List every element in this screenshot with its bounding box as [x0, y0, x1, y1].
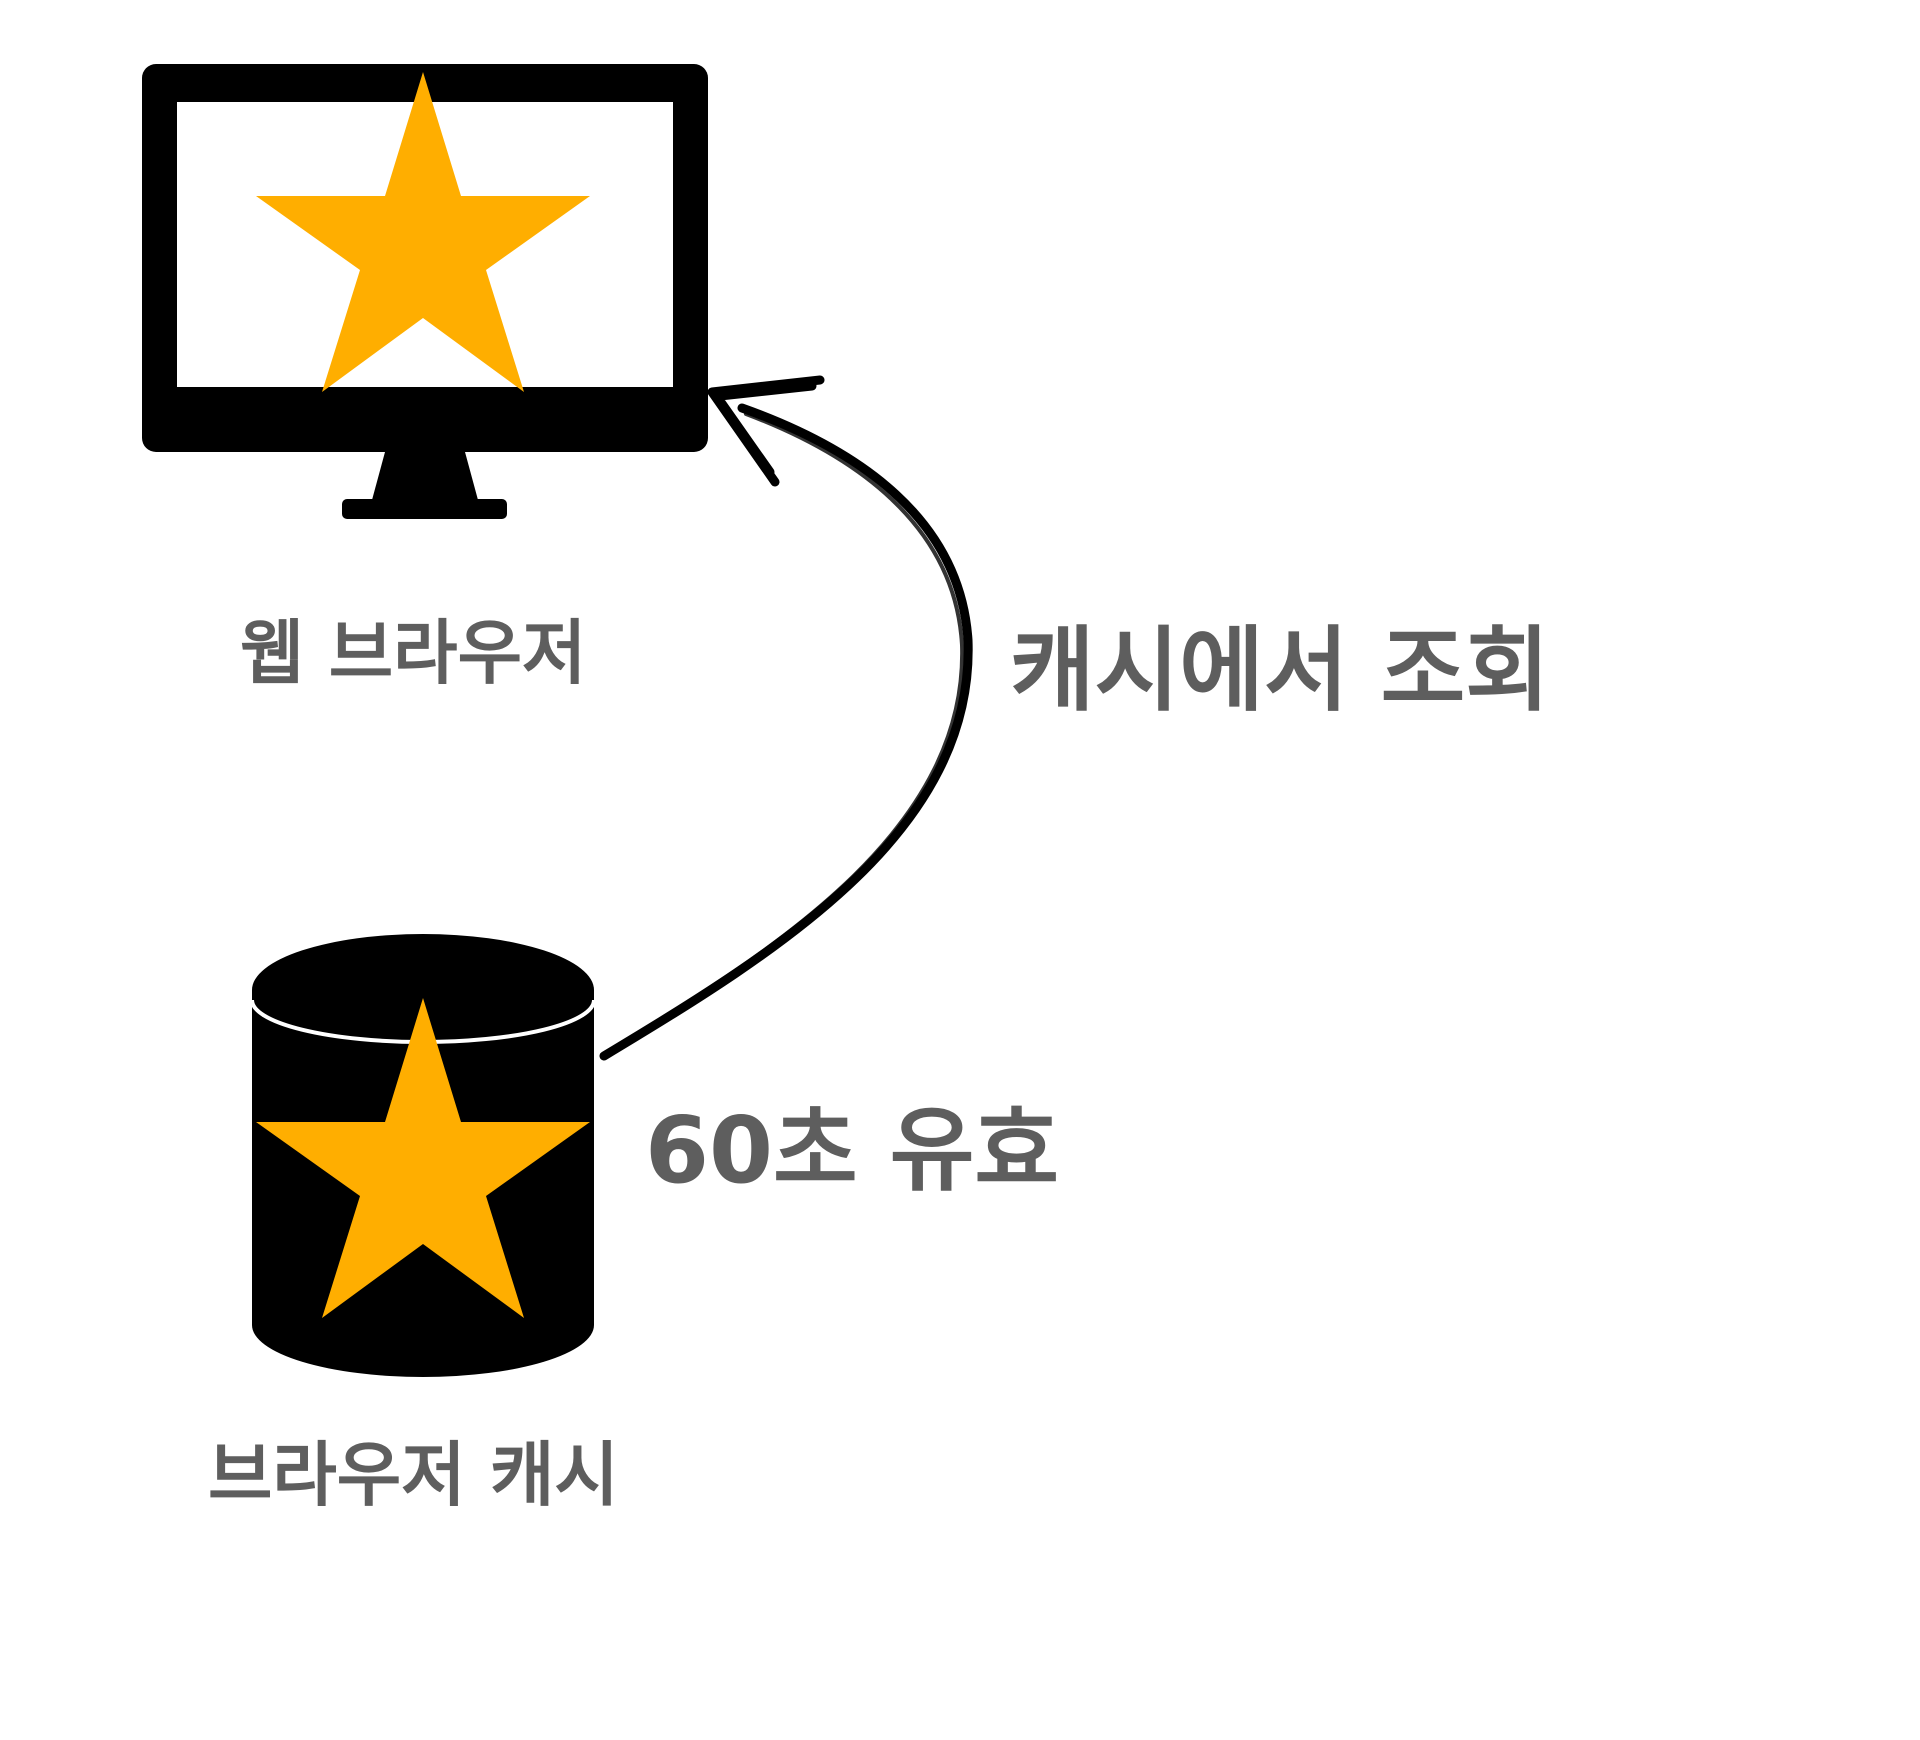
lookup-arrow [599, 375, 973, 1061]
lookup-arrowhead-icon [707, 375, 825, 487]
monitor-base [342, 499, 507, 519]
monitor-stand [372, 452, 478, 500]
star-icon [256, 72, 590, 392]
browser-label: 웹 브라우저 [240, 612, 587, 694]
lookup-arrow-line-sketch [608, 412, 965, 1052]
star-icon [256, 998, 590, 1318]
lookup-arrow-line [599, 403, 973, 1061]
cache-label: 브라우저 캐시 [208, 1434, 619, 1516]
lookup-edge-label: 캐시에서 조회 [1010, 617, 1550, 724]
ttl-annotation: 60초 유효 [645, 1097, 1059, 1204]
database-top [252, 934, 594, 1046]
